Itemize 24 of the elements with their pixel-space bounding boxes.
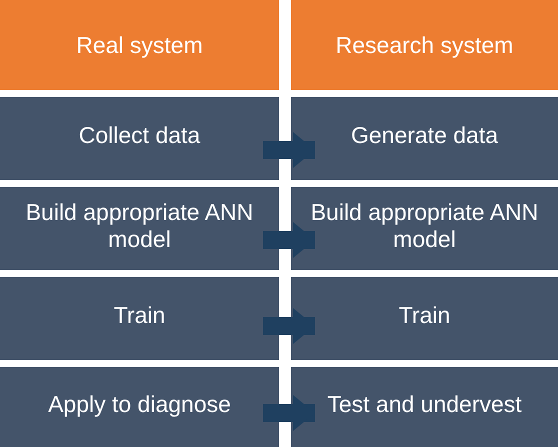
step-box — [0, 187, 279, 270]
step-box — [291, 97, 558, 180]
step-box — [0, 367, 279, 447]
step-box — [0, 97, 279, 180]
header-box — [0, 0, 279, 90]
arrow — [263, 132, 315, 168]
step-box — [291, 277, 558, 360]
box-label: Apply to diagnose — [48, 390, 231, 418]
box-label: Test and undervest — [327, 390, 522, 418]
arrow — [263, 222, 315, 258]
arrow — [263, 308, 315, 344]
box-label: Train — [398, 302, 450, 329]
box-label: Generate data — [350, 122, 498, 149]
box-label: Build appropriate ANN model — [310, 199, 540, 252]
box-label: Train — [114, 302, 166, 329]
arrow — [263, 395, 315, 431]
step-box — [291, 187, 558, 270]
header-box — [291, 0, 558, 90]
box-label: Real system — [76, 32, 203, 58]
step-box — [0, 277, 279, 360]
box-label: Research system — [336, 32, 514, 58]
box-label: Collect data — [78, 122, 200, 149]
step-box — [291, 367, 558, 447]
box-label: Build appropriate ANN model — [24, 199, 254, 252]
